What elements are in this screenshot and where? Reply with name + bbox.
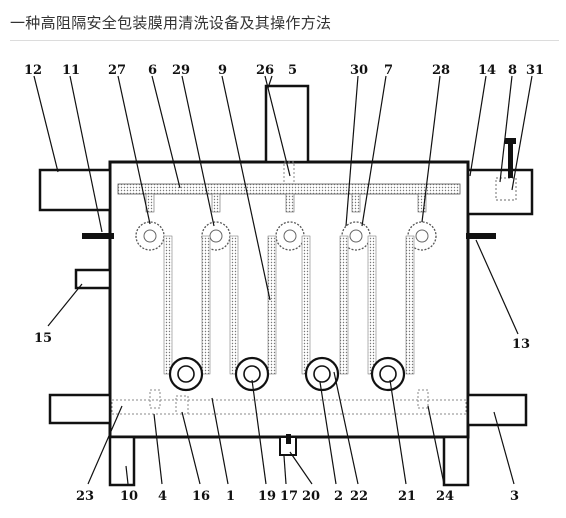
right-top-box xyxy=(466,168,534,216)
left-axle xyxy=(82,233,114,239)
lower-rollers xyxy=(168,356,406,392)
header-bar: 一种高阻隔安全包装膜用清洗设备及其操作方法 xyxy=(0,0,566,41)
label-24: 24 xyxy=(436,489,454,504)
motor-rod xyxy=(508,140,513,178)
label-9: 9 xyxy=(218,63,227,78)
label-16: 16 xyxy=(192,489,210,504)
label-11: 11 xyxy=(62,63,80,78)
upper-rollers xyxy=(135,221,437,251)
label-20: 20 xyxy=(302,489,320,504)
left-top-box xyxy=(38,168,112,212)
motor xyxy=(495,177,517,201)
machine-diagram: 12 11 27 6 29 9 26 5 30 7 28 14 8 31 15 … xyxy=(24,63,544,504)
label-2: 2 xyxy=(334,489,343,504)
right-bottom-box xyxy=(466,393,528,427)
lower-roller-hubs xyxy=(177,365,397,383)
motor-cap xyxy=(505,138,516,144)
label-10: 10 xyxy=(120,489,138,504)
left-leg xyxy=(108,435,136,487)
right-leg xyxy=(442,435,470,487)
label-7: 7 xyxy=(384,63,393,78)
label-6: 6 xyxy=(148,63,157,78)
spray-nozzles xyxy=(145,193,427,213)
page-title: 一种高阻隔安全包装膜用清洗设备及其操作方法 xyxy=(10,14,332,32)
label-22: 22 xyxy=(350,489,368,504)
label-31: 31 xyxy=(526,63,544,78)
label-12: 12 xyxy=(24,63,42,78)
spray-pipe xyxy=(117,183,461,195)
right-axle xyxy=(466,233,496,239)
label-28: 28 xyxy=(432,63,450,78)
left-mid-box xyxy=(74,268,112,290)
drain-valve xyxy=(286,434,291,444)
left-bottom-box xyxy=(48,393,112,425)
label-26: 26 xyxy=(256,63,274,78)
leader-lines xyxy=(33,75,533,485)
label-13: 13 xyxy=(512,337,530,352)
base-tray xyxy=(111,389,467,415)
top-chimney xyxy=(264,84,310,164)
label-4: 4 xyxy=(158,489,167,504)
upper-roller-hubs xyxy=(143,229,429,243)
label-14: 14 xyxy=(478,63,496,78)
label-5: 5 xyxy=(288,63,297,78)
label-8: 8 xyxy=(508,63,517,78)
patent-drawing: 12 11 27 6 29 9 26 5 30 7 28 14 8 31 15 … xyxy=(0,44,566,514)
label-3: 3 xyxy=(510,489,519,504)
label-27: 27 xyxy=(108,63,126,78)
label-30: 30 xyxy=(350,63,368,78)
film-path xyxy=(163,235,415,375)
label-17: 17 xyxy=(280,489,298,504)
label-29: 29 xyxy=(172,63,190,78)
title-divider xyxy=(10,40,559,41)
label-1: 1 xyxy=(226,489,235,504)
label-23: 23 xyxy=(76,489,94,504)
label-15: 15 xyxy=(34,331,52,346)
label-21: 21 xyxy=(398,489,416,504)
label-19: 19 xyxy=(258,489,276,504)
